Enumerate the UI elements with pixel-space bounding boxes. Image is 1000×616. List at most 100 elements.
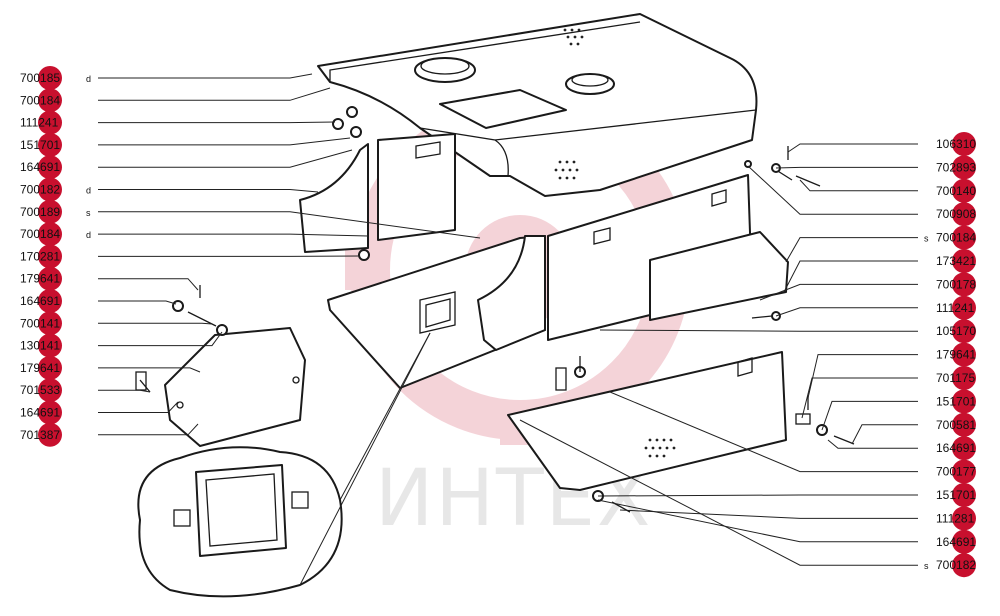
callout-right: 700908: [936, 202, 976, 227]
leader-line: [519, 419, 918, 566]
callout-left-code: 130141: [20, 339, 60, 353]
callout-right-prefix: s: [924, 561, 929, 571]
leader-line: [775, 166, 918, 169]
callout-right-code: 700184: [936, 231, 976, 245]
callout-marker: [38, 66, 62, 90]
access-cover-plate: [164, 327, 306, 447]
callout-right: 700177: [936, 459, 976, 484]
callout-marker: [38, 311, 62, 336]
callout-marker: [38, 110, 62, 135]
callout-left: 164691: [20, 400, 62, 425]
callout-right: 173421: [936, 249, 976, 273]
callout-marker: [952, 319, 976, 344]
center-baffle-panel: [327, 235, 546, 389]
callout-left: 700141: [20, 311, 62, 336]
hood-top-cover: [317, 13, 758, 197]
callout-marker: [38, 422, 62, 447]
callout-right: 179641: [936, 342, 976, 367]
callout-left-code: 700182: [20, 183, 60, 197]
callout-marker: [952, 389, 976, 414]
leader-line: [98, 189, 319, 193]
callout-left-code: 701533: [20, 383, 60, 397]
leader-line: [597, 499, 918, 543]
callout-left-suffix: d: [86, 74, 91, 84]
callout-left: 164691: [20, 155, 62, 180]
callout-right-code: 700581: [936, 418, 976, 432]
leader-line: [98, 121, 336, 124]
callout-right: 151701: [936, 483, 976, 507]
callout-right: 700178: [936, 272, 976, 297]
callout-left: 170281: [20, 244, 62, 269]
callout-marker: [952, 178, 976, 203]
leader-line: [98, 423, 199, 436]
callout-left: 179641: [20, 266, 62, 291]
leader-line: [599, 329, 918, 332]
right-upper-panel: [547, 174, 789, 341]
callout-right: 164691: [936, 436, 976, 461]
callout-marker: [952, 436, 976, 461]
leader-lines-right: [519, 143, 918, 566]
lower-panel-vent-dots: [644, 438, 676, 458]
callout-marker: [952, 202, 976, 227]
callout-marker: [38, 244, 62, 269]
callout-marker: [38, 199, 62, 224]
leader-line: [747, 165, 918, 215]
leader-line: [98, 211, 481, 239]
callout-right-code: 700178: [936, 277, 976, 291]
leader-line: [787, 143, 918, 153]
callout-marker: [952, 366, 976, 390]
callout-marker: [952, 459, 976, 484]
leader-line: [785, 237, 918, 263]
callout-left: 130141: [20, 333, 62, 358]
callout-right: 700140: [936, 178, 976, 203]
callout-left-code: 700189: [20, 205, 60, 219]
callout-right-code: 111281: [936, 511, 975, 525]
hood-vent-dots-front: [554, 160, 579, 180]
callout-left: 701387: [20, 422, 62, 447]
callout-marker: [38, 378, 62, 403]
leader-line: [98, 367, 201, 373]
callout-marker: [952, 295, 976, 320]
leader-line: [827, 439, 918, 449]
callout-right-code: 700140: [936, 184, 976, 198]
callout-right: 701175: [936, 366, 976, 390]
callout-right-prefix: s: [924, 234, 929, 244]
leader-line: [783, 260, 918, 293]
callout-right: 105170: [936, 319, 976, 344]
callout-right-code: 179641: [936, 348, 976, 362]
callout-left-code: 701387: [20, 428, 60, 442]
leader-line: [98, 300, 177, 305]
leader-lines-left: [98, 73, 481, 436]
callout-marker: [952, 249, 976, 273]
callout-marker: [952, 342, 976, 367]
leader-line: [799, 179, 918, 192]
callout-right: 164691: [936, 529, 976, 554]
leader-line: [775, 307, 918, 317]
callout-marker: [952, 272, 976, 297]
callout-marker: [38, 289, 62, 313]
callout-right-code: 700182: [936, 558, 976, 572]
callout-right-code: 164691: [936, 535, 976, 549]
callout-marker: [38, 355, 62, 380]
callout-marker: [38, 400, 62, 425]
callout-marker: [38, 132, 62, 157]
callout-left-code: 700184: [20, 93, 60, 107]
callout-right-code: 106310: [936, 137, 976, 151]
callout-left-code: 700141: [20, 316, 60, 330]
callout-right-code: 173421: [936, 254, 976, 268]
callout-right: 700184 s: [924, 225, 976, 250]
callout-left: 700184: [20, 88, 62, 113]
callout-left-code: 151701: [20, 138, 60, 152]
callout-right-code: 702893: [936, 160, 976, 174]
leader-line: [807, 354, 918, 399]
callout-marker: [38, 177, 62, 202]
callout-left: 164691: [20, 289, 62, 313]
callout-left-code: 170281: [20, 249, 60, 263]
callout-left: 179641: [20, 355, 62, 380]
leader-line: [609, 391, 918, 473]
callout-right: 106310: [936, 132, 976, 156]
callout-right-code: 105170: [936, 324, 976, 338]
